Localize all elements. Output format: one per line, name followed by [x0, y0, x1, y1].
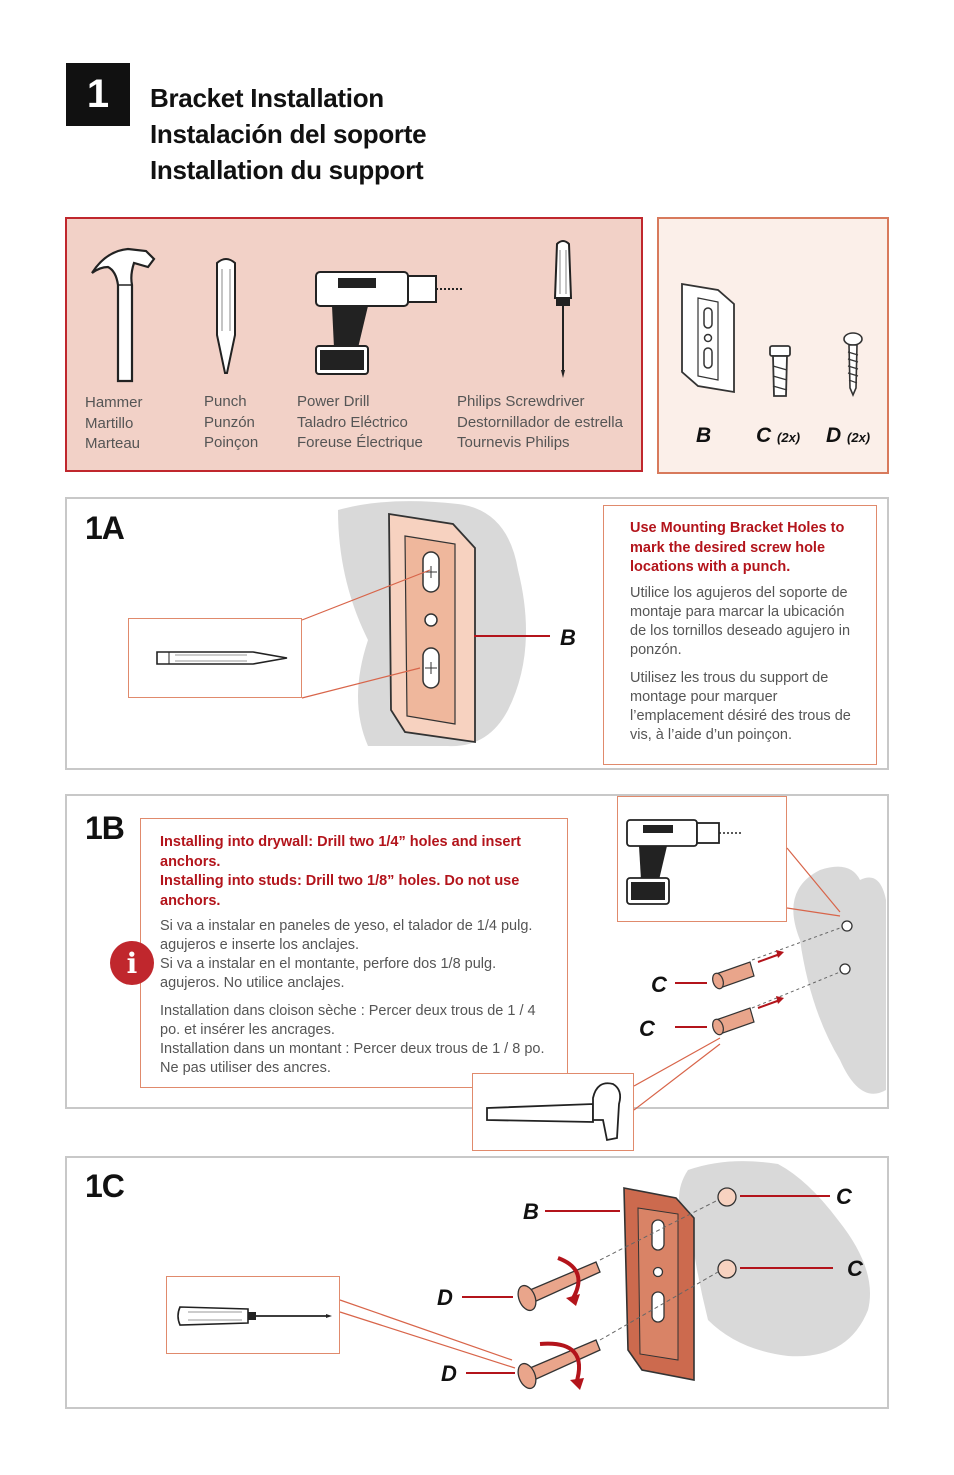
tool-label-punch: Punch Punzón Poinçon [204, 392, 258, 454]
part-qty: (2x) [777, 430, 801, 445]
step-1b-label: 1B [85, 810, 125, 846]
part-letter: B [696, 424, 712, 447]
part-letter: D [826, 424, 842, 447]
power-drill-icon [626, 819, 743, 905]
bracket-label-1c: B [523, 1199, 539, 1224]
screwdriver-icon [177, 1306, 332, 1326]
part-b-pointer-label: B [560, 625, 576, 650]
hammer-icon [486, 1082, 622, 1142]
part-label-c: C (2x) [756, 424, 800, 448]
tool-label-line: Poinçon [204, 434, 259, 451]
instruction-box-1b [140, 818, 568, 1088]
tool-label-line: Punch [204, 393, 247, 410]
screw-label-bottom: D [441, 1361, 457, 1386]
instruction-1b-fr: Installation dans cloison sèche : Percer… [160, 1003, 545, 1076]
instruction-1a-en: Use Mounting Bracket Holes to mark the d… [630, 520, 845, 575]
tool-label-hammer: Hammer Martillo Marteau [85, 393, 143, 455]
instruction-1b-es: Si va a instalar en paneles de yeso, el … [160, 918, 533, 991]
punch-icon [216, 258, 236, 374]
part-letter: C [756, 424, 772, 447]
screw-label-top: D [437, 1285, 453, 1310]
tool-label-line: Philips Screwdriver [457, 393, 585, 410]
instruction-1b-en-2: Installing into studs: Drill two 1/8” ho… [160, 873, 520, 909]
info-icon: i [110, 941, 154, 985]
bracket-part-icon [681, 282, 735, 394]
wall-shape-1b [793, 866, 886, 1094]
anchor-part-icon [769, 345, 791, 397]
step-1c-label: 1C [85, 1168, 125, 1204]
anchor-label-bottom-1c: C [847, 1256, 863, 1281]
tool-label-line: Destornillador de estrella [457, 413, 623, 431]
part-qty: (2x) [847, 430, 871, 445]
page-title: Bracket Installation Instalación del sop… [150, 80, 427, 188]
screwdriver-icon [553, 240, 573, 378]
title-es: Instalación del soporte [150, 119, 427, 149]
tool-label-line: Punzón [204, 413, 255, 431]
tool-label-line: Foreuse Électrique [297, 434, 423, 451]
instruction-box-1a [603, 505, 877, 765]
tool-label-line: Marteau [85, 435, 141, 452]
tool-label-drill: Power Drill Taladro Eléctrico Foreuse Él… [297, 392, 423, 454]
tool-label-line: Hammer [85, 394, 143, 411]
part-label-d: D (2x) [826, 424, 870, 448]
wall-shape-1c [678, 1161, 870, 1357]
bracket-1a [388, 512, 476, 744]
instruction-1a-es: Utilice los agujeros del soporte de mont… [630, 585, 851, 658]
title-fr: Installation du support [150, 155, 424, 185]
tool-label-screwdriver: Philips Screwdriver Destornillador de es… [457, 392, 623, 454]
instruction-1a-fr: Utilisez les trous du support de montage… [630, 670, 851, 743]
instruction-1b-en-1: Installing into drywall: Drill two 1/4” … [160, 834, 521, 870]
title-en: Bracket Installation [150, 83, 384, 113]
step-number: 1 [66, 63, 130, 126]
tool-label-line: Tournevis Philips [457, 434, 570, 451]
hammer-icon [91, 247, 156, 383]
power-drill-icon [315, 271, 464, 375]
anchor-label-top: C [651, 972, 667, 997]
anchor-label-top-1c: C [836, 1184, 852, 1209]
screw-part-icon [843, 332, 863, 398]
step-1a-label: 1A [85, 510, 125, 546]
tool-label-line: Martillo [85, 414, 134, 432]
tool-label-line: Taladro Eléctrico [297, 413, 408, 431]
anchor-label-bottom: C [639, 1016, 655, 1041]
part-label-b: B [696, 424, 711, 448]
bracket-1c [623, 1187, 695, 1381]
tool-label-line: Power Drill [297, 393, 370, 410]
punch-icon [156, 651, 288, 665]
